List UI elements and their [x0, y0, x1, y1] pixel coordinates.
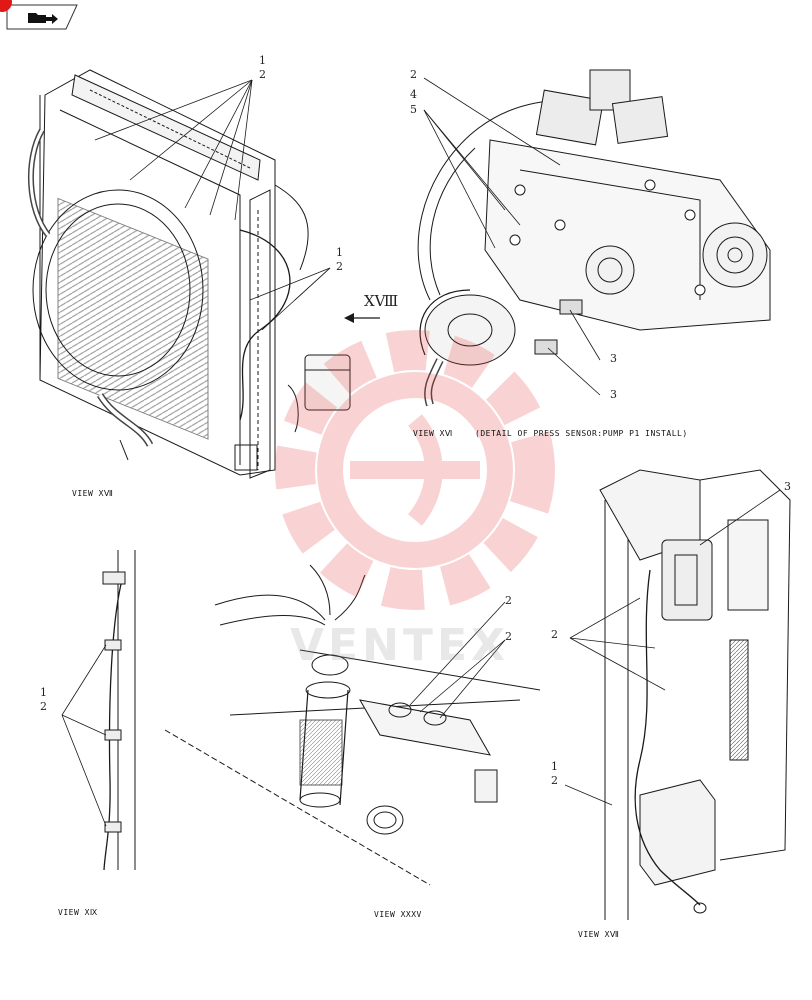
view-label-xvi: VIEW XⅥ	[413, 429, 453, 438]
view-label-xvii-left: VIEW XⅦ	[72, 489, 114, 498]
callout-2-pump: 2	[410, 68, 417, 81]
callout-leaders-frame	[564, 489, 781, 806]
callout-2-harness-b: 2	[505, 630, 512, 643]
watermark-gear-icon	[275, 330, 555, 610]
callout-leaders-radiator	[94, 79, 331, 331]
callout-2-frame: 2	[551, 628, 558, 641]
view-arrow-xviii	[344, 313, 380, 323]
view-label-xvii-right: VIEW XⅦ	[578, 930, 620, 939]
callout-3-frame: 3	[784, 480, 791, 493]
notification-badge[interactable]	[0, 0, 12, 12]
harness-routing-drawing	[164, 564, 541, 886]
callout-1-radiator-side: 1	[336, 246, 343, 259]
callout-3-pump-b: 3	[610, 388, 617, 401]
callout-2-clamp: 2	[40, 700, 47, 713]
callout-5-pump: 5	[410, 103, 417, 116]
callout-2-harness-a: 2	[505, 594, 512, 607]
folder-arrow-icon	[28, 13, 58, 24]
callout-3-pump-a: 3	[610, 352, 617, 365]
navigation-tab[interactable]	[6, 4, 78, 30]
frame-sensor-drawing	[599, 469, 791, 920]
callout-leaders-harness	[409, 601, 506, 719]
view-label-xix: VIEW XⅨ	[58, 908, 98, 917]
callout-2-frame-lower: 2	[551, 774, 558, 787]
callout-2-radiator-side: 2	[336, 260, 343, 273]
callout-2-radiator: 2	[259, 68, 266, 81]
detail-note: (DETAIL OF PRESS SENSOR:PUMP P1 INSTALL)	[475, 429, 688, 438]
callout-1-radiator: 1	[259, 54, 266, 67]
view-label-xxxv: VIEW XXXV	[374, 910, 422, 919]
hydraulic-pump-drawing	[417, 69, 771, 407]
callout-leaders-clamp	[61, 644, 107, 827]
callout-4-pump: 4	[410, 88, 417, 101]
clamp-strip-drawing	[102, 550, 136, 871]
callout-1-clamp: 1	[40, 686, 47, 699]
callout-leaders-pump	[423, 77, 601, 396]
radiator-assembly-drawing	[27, 69, 351, 479]
callout-1-frame: 1	[551, 760, 558, 773]
watermark-text: VENTEX	[290, 620, 509, 671]
view-arrow-label: XⅧ	[364, 292, 399, 310]
